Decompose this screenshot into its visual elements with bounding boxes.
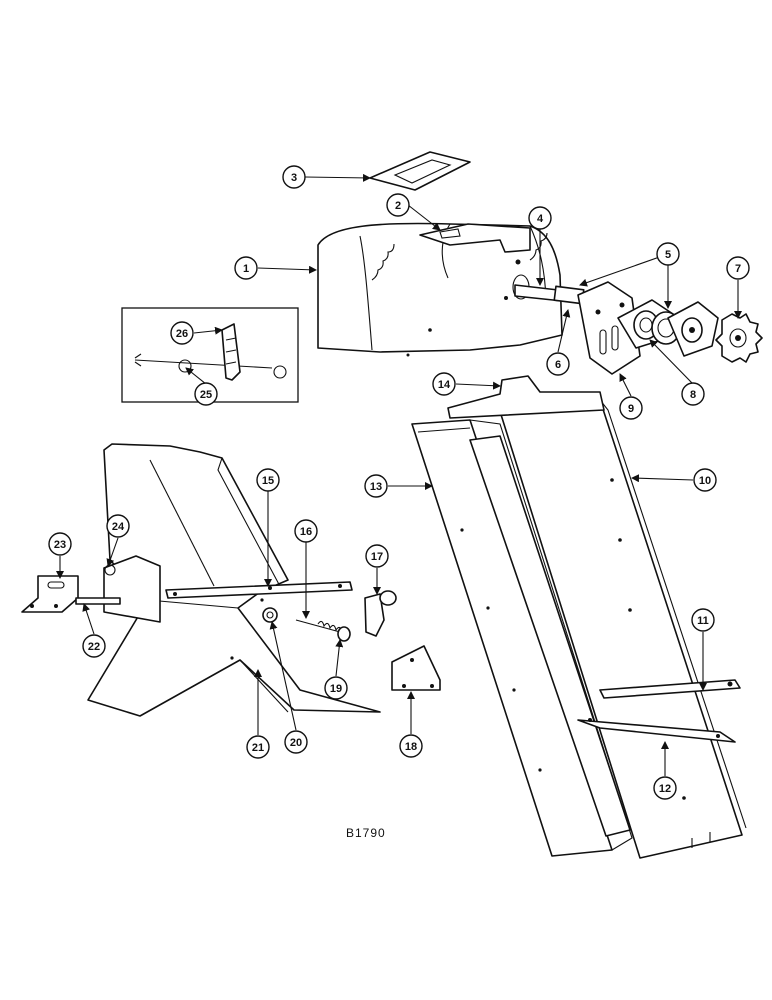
svg-text:4: 4: [537, 213, 544, 225]
bearing-plate: [577, 281, 641, 375]
side-plate: [103, 555, 161, 623]
callout-21: 21: [246, 735, 270, 759]
handle: [364, 590, 397, 637]
callout-11: 11: [691, 608, 715, 632]
spring-bolt: [295, 619, 351, 642]
svg-text:5: 5: [665, 249, 671, 261]
callout-14: 14: [432, 372, 456, 396]
svg-text:25: 25: [200, 389, 212, 401]
chute-inner-panel: [469, 435, 631, 837]
svg-text:17: 17: [371, 551, 383, 563]
nut: [262, 607, 278, 623]
top-bracket: [419, 223, 531, 265]
callout-2: 2: [386, 193, 410, 217]
svg-text:14: 14: [438, 379, 451, 391]
flange-half: [667, 301, 719, 357]
svg-text:19: 19: [330, 683, 342, 695]
lower-frame: [87, 443, 381, 717]
callout-18: 18: [399, 734, 423, 758]
svg-text:8: 8: [690, 389, 696, 401]
callout-20: 20: [284, 730, 308, 754]
svg-text:23: 23: [54, 539, 66, 551]
callout-3: 3: [282, 165, 306, 189]
leader-lines: [56, 173, 742, 776]
drawing-reference: B1790: [346, 826, 386, 840]
callout-5: 5: [656, 242, 680, 266]
svg-text:6: 6: [555, 359, 561, 371]
svg-text:26: 26: [176, 328, 188, 340]
callout-16: 16: [294, 519, 318, 543]
callout-6: 6: [546, 352, 570, 376]
svg-text:11: 11: [697, 615, 709, 627]
callout-4: 4: [528, 206, 552, 230]
callout-19: 19: [324, 676, 348, 700]
chute-top-bracket: [447, 375, 605, 419]
cross-brace: [577, 718, 736, 743]
svg-text:1: 1: [243, 263, 249, 275]
hood-cover: [317, 222, 563, 357]
mount-bracket: [391, 645, 441, 691]
callout-13: 13: [364, 474, 388, 498]
callout-10: 10: [693, 468, 717, 492]
svg-text:10: 10: [699, 475, 711, 487]
detail-inset: [121, 307, 299, 403]
callout-23: 23: [48, 532, 72, 556]
callout-9: 9: [619, 396, 643, 420]
sprocket: [715, 313, 763, 363]
gasket-plate: [369, 151, 471, 191]
svg-text:2: 2: [395, 200, 401, 212]
callout-1: 1: [234, 256, 258, 280]
svg-text:16: 16: [300, 526, 312, 538]
svg-text:7: 7: [735, 263, 741, 275]
chute-channel: [411, 419, 633, 857]
callout-26: 26: [170, 321, 194, 345]
mounting-pin: [75, 597, 121, 605]
callout-7: 7: [726, 256, 750, 280]
svg-text:12: 12: [659, 783, 671, 795]
svg-text:21: 21: [252, 742, 264, 754]
svg-text:13: 13: [370, 481, 382, 493]
svg-text:15: 15: [262, 475, 274, 487]
callout-12: 12: [653, 776, 677, 800]
svg-text:9: 9: [628, 403, 634, 415]
callout-8: 8: [681, 382, 705, 406]
angle-bracket: [21, 575, 79, 613]
svg-text:3: 3: [291, 172, 297, 184]
callout-25: 25: [194, 382, 218, 406]
svg-text:22: 22: [88, 641, 100, 653]
svg-text:20: 20: [290, 737, 302, 749]
svg-text:18: 18: [405, 741, 417, 753]
callout-labels: 1 2 3 4 5 6 7 8 9 10 11 12 13 14 15 16 1…: [48, 165, 750, 800]
svg-text:24: 24: [112, 521, 125, 533]
callout-17: 17: [365, 544, 389, 568]
callout-24: 24: [106, 514, 130, 538]
callout-22: 22: [82, 634, 106, 658]
callout-15: 15: [256, 468, 280, 492]
